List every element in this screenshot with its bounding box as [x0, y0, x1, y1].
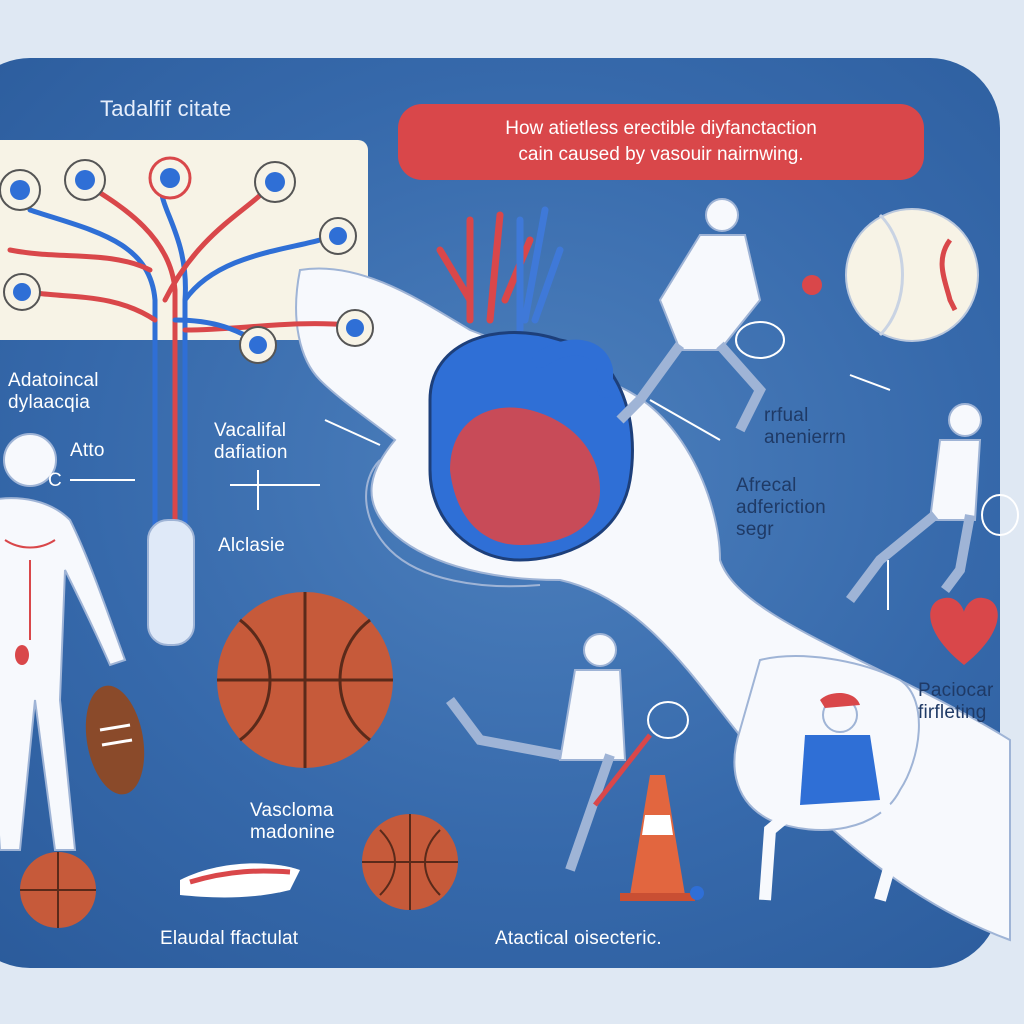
banner-line-1: How atietless erectible diyfanctaction: [505, 118, 817, 139]
blood-vessel-tree-icon: [0, 156, 374, 646]
label-elaudal: Elaudal ffactulat: [160, 928, 299, 949]
label-adatoincal: Adatoincal dylaacqia: [8, 370, 99, 413]
connector-lines: [70, 374, 891, 610]
banner: How atietless erectible diyfanctaction c…: [398, 104, 924, 180]
label-vacalifal: Vacalifal dafiation: [214, 420, 288, 463]
human-body-icon: [0, 433, 127, 851]
sitting-man-icon: [759, 693, 907, 902]
label-rrfual: rrfual anenierrn: [764, 405, 847, 448]
basketball-icon: [20, 592, 458, 928]
label-atto: Atto: [70, 440, 105, 461]
title: Tadalfif citate: [100, 96, 232, 121]
heart-organ-icon: [428, 206, 634, 562]
banner-line-2: cain caused by vasouir nairnwing.: [518, 144, 804, 165]
label-c: C: [48, 470, 62, 491]
traffic-cone-icon: [620, 775, 704, 901]
sneaker-icon: [180, 863, 300, 898]
football-icon: [85, 685, 145, 795]
label-paciocar: Paciocar firfleting: [918, 680, 994, 723]
label-vascloma: Vascloma madonine: [250, 800, 336, 843]
tennis-player-icon: [446, 198, 1019, 872]
label-alclasie: Alclasie: [218, 535, 286, 556]
label-atactical: Atactical oisecteric.: [495, 928, 662, 949]
tennis-ball-icon: [845, 208, 979, 342]
label-afrecal: Afrecal adferiction segr: [736, 475, 826, 540]
heart-icon: [930, 597, 998, 665]
